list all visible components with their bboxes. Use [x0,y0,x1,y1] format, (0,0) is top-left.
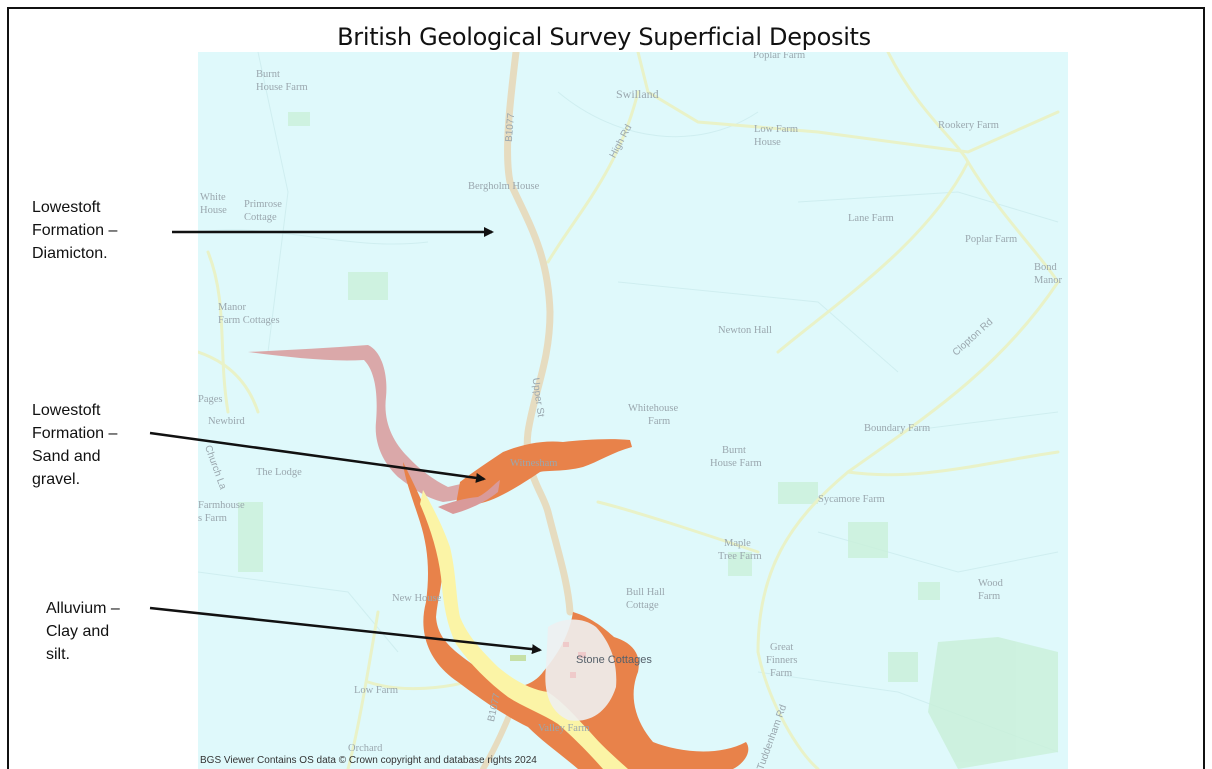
place-pages: Pages [198,394,223,405]
place-boundary-farm: Boundary Farm [864,423,931,434]
place-wood-line1: Wood [978,578,1003,589]
place-maple-line1: Maple [724,538,751,549]
place-great-line1: Great [770,642,794,653]
place-stone-cottages: Stone Cottages [576,654,652,666]
label-diamicton-line2: Formation – [32,222,118,239]
place-maple-line2: Tree Farm [718,551,762,562]
place-sycamore-farm: Sycamore Farm [818,494,885,505]
label-sand-line1: Lowestoft [32,402,101,419]
place-newton-hall: Newton Hall [718,325,772,336]
label-alluvium: Alluvium – Clay and silt. [46,597,120,666]
place-low-farm: Low Farm [354,685,399,696]
label-diamicton-line3: Diamicton. [32,245,108,262]
place-burnt-line2: House Farm [256,82,308,93]
place-newbird: Newbird [208,416,245,427]
label-sand-line4: gravel. [32,471,81,488]
map-credit: BGS Viewer Contains OS data © Crown copy… [200,755,537,766]
place-primrose-line1: Primrose [244,199,282,210]
place-whitehouse-line2: Farm [648,416,671,427]
place-witnesham: Witnesham [510,458,558,469]
place-bond-line2: Manor [1034,275,1062,286]
place-swilland: Swilland [616,87,659,101]
place-poplar-farm-top: Poplar Farm [753,52,806,61]
place-orchard: Orchard [348,743,383,754]
place-bergholm-house: Bergholm House [468,181,540,192]
place-farmhouse-line2: s Farm [198,513,227,524]
place-the-lodge: The Lodge [256,467,302,478]
place-manor-line1: Manor [218,302,246,313]
place-primrose-line2: Cottage [244,212,277,223]
place-bond-line1: Bond [1034,262,1057,273]
label-diamicton: Lowestoft Formation – Diamicton. [32,196,117,265]
label-diamicton-line1: Lowestoft [32,199,101,216]
place-white-line2: House [200,205,227,216]
place-burnt2-line2: House Farm [710,458,762,469]
place-lane-farm: Lane Farm [848,213,894,224]
label-alluvium-line1: Alluvium – [46,600,120,617]
place-great-line2: Finners [766,655,798,666]
place-great-line3: Farm [770,668,793,679]
place-low-farm-line1: Low Farm [754,124,799,135]
place-low-farm-line2: House [754,137,781,148]
place-white-line1: White [200,192,226,203]
label-sand-line2: Formation – [32,425,118,442]
place-farmhouse: Farmhouse s Farm [198,499,245,525]
place-burnt-line1: Burnt [256,69,280,80]
place-wood-line2: Farm [978,591,1001,602]
place-bull-hall-line2: Cottage [626,600,659,611]
place-rookery-farm: Rookery Farm [938,120,999,131]
place-burnt2-line1: Burnt [722,445,746,456]
place-farmhouse-line1: Farmhouse [198,500,245,511]
place-whitehouse-line1: Whitehouse [628,403,679,414]
label-sand-line3: Sand and [32,448,101,465]
place-poplar-farm: Poplar Farm [965,234,1018,245]
place-new-house: New House [392,593,442,604]
label-alluvium-line3: silt. [46,646,70,663]
label-sand-gravel: Lowestoft Formation – Sand and gravel. [32,399,117,491]
place-manor-line2: Farm Cottages [218,315,280,326]
place-bull-hall-line1: Bull Hall [626,587,665,598]
figure-title: British Geological Survey Superficial De… [337,23,871,51]
label-alluvium-line2: Clay and [46,623,110,640]
place-valley-farm: Valley Farm [538,723,590,734]
